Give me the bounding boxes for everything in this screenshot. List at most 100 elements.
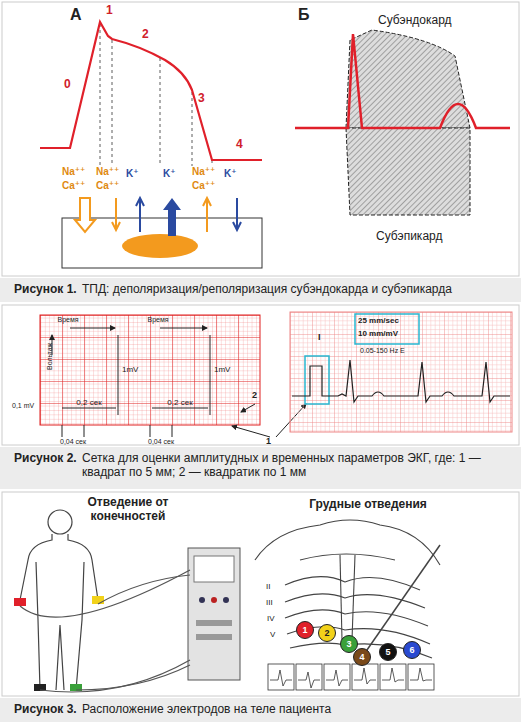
action-potential-panel-part bbox=[122, 234, 198, 258]
ecg-grid-part-part bbox=[62, 425, 63, 437]
action-potential-panel-part bbox=[62, 218, 262, 268]
label-text: V bbox=[270, 630, 275, 639]
endo-epicardium-panel bbox=[295, 30, 510, 215]
lead-waveforms-part bbox=[408, 664, 434, 690]
action-potential-panel-part-part bbox=[203, 198, 211, 232]
limb-wires bbox=[20, 570, 190, 692]
label-text: K⁺ bbox=[126, 168, 139, 180]
ecg-machine bbox=[188, 548, 240, 680]
label-text: Время bbox=[57, 316, 78, 324]
electrode-number: 6 bbox=[409, 645, 414, 655]
electrode-number: 5 bbox=[385, 647, 390, 657]
electrode-number: 1 bbox=[302, 625, 307, 635]
electrode-circle: 5 bbox=[379, 643, 397, 661]
label-text: Время bbox=[147, 316, 168, 324]
label-text: Na⁺⁺ bbox=[96, 166, 119, 178]
lead-waveforms-part bbox=[382, 668, 404, 682]
limb-wires-part bbox=[98, 575, 190, 604]
label-text: II bbox=[266, 582, 270, 591]
label-text: Б bbox=[298, 6, 310, 24]
caption-text: Грудные отведения bbox=[309, 498, 427, 512]
action-potential-panel-part-part bbox=[192, 92, 193, 166]
chest-outline-part bbox=[255, 520, 440, 565]
ecg-machine-part bbox=[199, 597, 205, 603]
action-potential-panel-part-part bbox=[112, 198, 120, 230]
lead-waveforms-part bbox=[380, 664, 406, 690]
chest-outline-part bbox=[300, 554, 395, 560]
ecg-grid-part-part bbox=[210, 335, 211, 415]
ecg-machine-part bbox=[194, 556, 234, 582]
ecg-grid-part-part bbox=[70, 328, 115, 329]
action-potential-panel-part bbox=[75, 198, 95, 232]
lead-waveforms-part bbox=[352, 664, 378, 690]
action-potential-panel-part-part bbox=[233, 198, 241, 230]
ecg-strip bbox=[290, 312, 512, 432]
label-text: 0 bbox=[64, 78, 71, 92]
action-potential-panel-part bbox=[112, 198, 241, 232]
label-text: Ca⁺⁺ bbox=[62, 180, 85, 192]
label-text: 1 bbox=[106, 4, 113, 18]
label-text: IV bbox=[267, 614, 275, 623]
lead-waveforms-part bbox=[270, 670, 292, 686]
lead-waveforms-part bbox=[324, 664, 350, 690]
panel-frames-part bbox=[2, 2, 519, 276]
ecg-machine-part bbox=[196, 620, 232, 626]
ecg-machine-part bbox=[188, 548, 240, 680]
label-text: Субэндокард bbox=[378, 14, 452, 28]
ecg-grid-part-part bbox=[150, 425, 151, 437]
label-text: 2 bbox=[142, 28, 149, 42]
chest-outline bbox=[255, 520, 440, 660]
chest-outline-part bbox=[340, 555, 342, 640]
label-text: Ca⁺⁺ bbox=[192, 180, 215, 192]
limb-wires-part bbox=[76, 665, 190, 690]
ecg-strip-part bbox=[355, 314, 419, 344]
action-potential-panel-part bbox=[100, 24, 212, 166]
chest-outline-part bbox=[285, 577, 420, 590]
ecg-machine-part bbox=[196, 634, 232, 640]
ecg-grid-part-part bbox=[152, 408, 208, 409]
caption-text: Рисунок 2. bbox=[14, 452, 77, 466]
label-text: 0,04 сек bbox=[148, 438, 174, 446]
label-text: 1 bbox=[266, 436, 271, 446]
ecg-grid-part-part bbox=[118, 335, 119, 415]
lead-waveforms-part bbox=[296, 664, 322, 690]
ecg-grid-part bbox=[40, 315, 260, 425]
lead-waveforms-part bbox=[298, 672, 320, 688]
endo-epicardium-panel-part bbox=[346, 128, 470, 215]
label-text: Na⁺⁺ bbox=[62, 166, 85, 178]
limb-electrodes-part bbox=[92, 596, 104, 604]
ecg-grid-part-part bbox=[232, 426, 270, 437]
label-text: 1mV bbox=[122, 365, 138, 374]
ecg-grid bbox=[40, 315, 306, 437]
label-text: Сетка для оценки амплитудных и временных… bbox=[82, 452, 510, 480]
lead-waveforms-part bbox=[326, 670, 348, 686]
ecg-machine-part bbox=[223, 597, 229, 603]
lead-waveforms-part bbox=[410, 668, 432, 681]
label-text: 3 bbox=[198, 92, 205, 106]
label-text: K⁺ bbox=[163, 168, 176, 180]
action-potential-panel-part-part bbox=[160, 58, 161, 166]
chest-outline-part bbox=[360, 545, 440, 660]
label-text: 0,04 сек bbox=[60, 438, 86, 446]
electrode-circle: 4 bbox=[353, 648, 371, 666]
action-potential-panel-part bbox=[163, 198, 181, 236]
limb-wires-part bbox=[40, 660, 190, 692]
panel-frames-part bbox=[2, 305, 519, 445]
ecg-strip-part bbox=[290, 312, 512, 432]
label-text: 25 mm/sec bbox=[358, 316, 399, 325]
action-potential-panel-part bbox=[40, 22, 262, 160]
label-text: 0,2 сек bbox=[167, 398, 192, 407]
limb-wires-part bbox=[20, 570, 190, 617]
label-text: Na⁺⁺ bbox=[192, 166, 215, 178]
label-text: Ca⁺⁺ bbox=[96, 180, 119, 192]
patient-figure bbox=[20, 510, 98, 690]
label-text: 10 mm/mV bbox=[358, 329, 398, 338]
action-potential-panel-part-part bbox=[136, 198, 144, 232]
endo-epicardium-panel-part bbox=[295, 34, 510, 128]
action-potential-panel-part-part bbox=[112, 40, 113, 166]
ecg-grid-part-part bbox=[241, 404, 255, 412]
ecg-strip-part bbox=[292, 360, 510, 402]
panel-frames-part bbox=[0, 447, 521, 489]
